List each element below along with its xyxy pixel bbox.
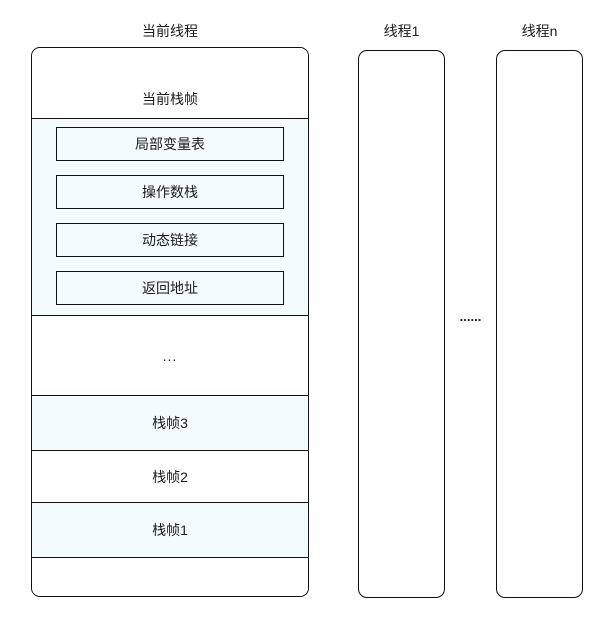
local-variable-table-box: 局部变量表 (56, 127, 284, 161)
current-stack-frame-detail: 局部变量表 操作数栈 动态链接 返回地址 (32, 119, 308, 316)
operand-stack-box: 操作数栈 (56, 175, 284, 209)
stack-bottom-empty-section (32, 558, 308, 596)
return-address-box: 返回地址 (56, 271, 284, 305)
current-stack-frame-header: 当前栈帧 (32, 48, 308, 119)
between-threads-ellipsis: ...... (459, 309, 482, 324)
current-stack-frame-label: 当前栈帧 (142, 91, 198, 107)
thread-n-stack (496, 50, 583, 598)
current-thread-title: 当前线程 (142, 23, 198, 39)
current-thread-stack: 当前栈帧 局部变量表 操作数栈 动态链接 返回地址 ... 栈帧3 栈帧2 栈帧… (31, 47, 309, 597)
thread-1-stack (358, 50, 445, 598)
stack-ellipsis-section: ... (32, 316, 308, 396)
thread-n-title: 线程n (521, 23, 558, 39)
thread-1-title: 线程1 (383, 23, 420, 39)
dynamic-linking-box: 动态链接 (56, 223, 284, 257)
stack-frame-3: 栈帧3 (32, 396, 308, 451)
stack-frame-1: 栈帧1 (32, 503, 308, 558)
stack-frame-2: 栈帧2 (32, 451, 308, 503)
